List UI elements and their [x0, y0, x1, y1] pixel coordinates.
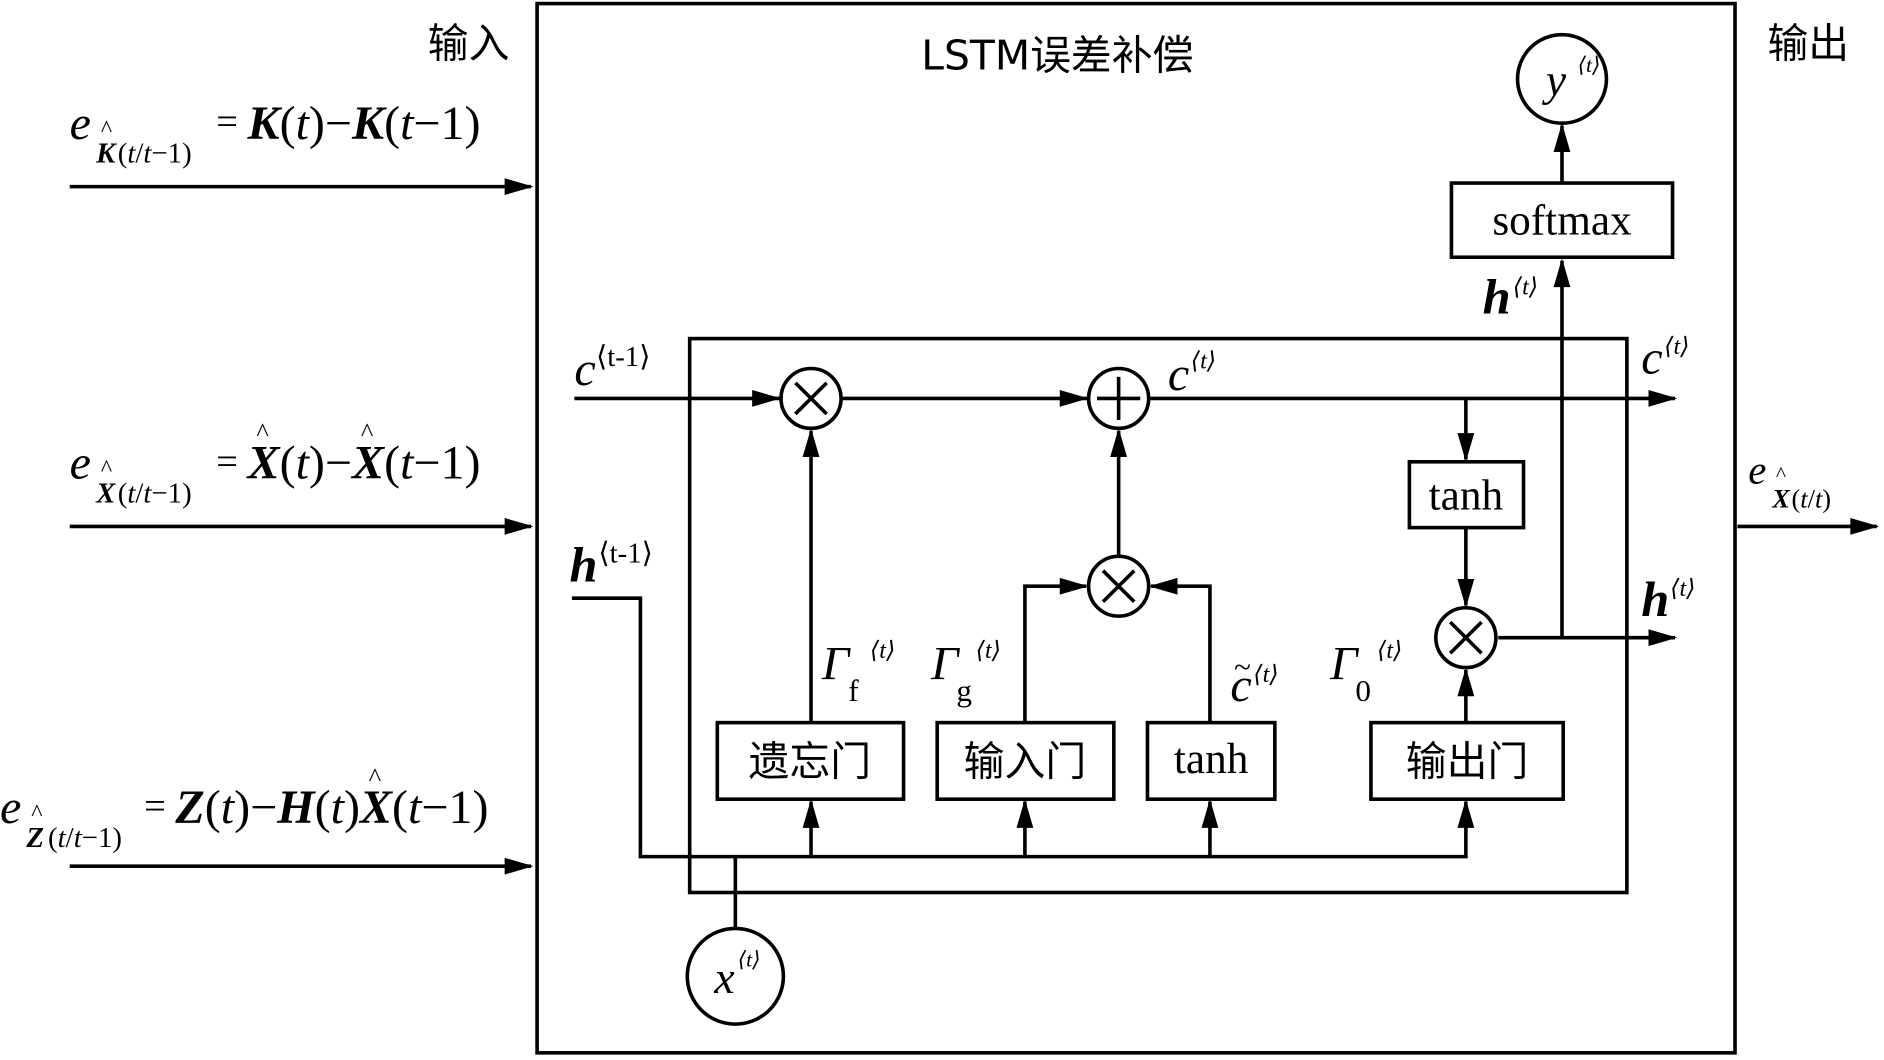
input-multiply-operator — [1086, 554, 1151, 618]
equation-sub-rest: (t/t) — [1791, 484, 1831, 513]
gamma-f-sup: ⟨t⟩ — [870, 638, 895, 664]
label-c-t-out: c ⟨t⟩ — [1641, 331, 1689, 384]
outer-frame — [535, 1, 1737, 1055]
label-gamma-f: Γ f ⟨t⟩ — [821, 638, 895, 708]
gamma-g-base: Γ — [930, 638, 960, 691]
h-t-up-sup: ⟨t⟩ — [1513, 274, 1538, 300]
input-equation-x: eX^(t/t−1)=X(t)−X(t−1)^^ — [70, 418, 481, 509]
label-gamma-o: Γ 0 ⟨t⟩ — [1329, 638, 1402, 708]
input-x-node: x ⟨t⟩ — [685, 926, 786, 1026]
gamma-f-base: Γ — [821, 638, 851, 691]
input-gate-box: 输入门 — [935, 720, 1116, 801]
c-t-mid-sup: ⟨t⟩ — [1191, 349, 1216, 375]
candidate-tanh-box: tanh — [1145, 720, 1277, 801]
equals-sign: = — [216, 441, 238, 483]
c-t-out-base: c — [1641, 331, 1662, 384]
softmax-label: softmax — [1492, 198, 1632, 245]
equation-rhs: Z(t)−H(t)X(t−1) — [174, 781, 488, 834]
hat-mark: ^ — [1776, 462, 1786, 486]
input-equation-z: eZ^(t/t−1)=Z(t)−H(t)X(t−1)^ — [0, 763, 488, 854]
x-base: x — [713, 952, 734, 1003]
equation-sub-var: Z — [25, 822, 44, 854]
c-tilde-base: c — [1230, 659, 1251, 712]
output-multiply-operator — [1434, 605, 1498, 670]
gamma-f-sub: f — [848, 673, 859, 708]
label-h-prev: h ⟨t-1⟩ — [570, 537, 653, 593]
label-h-t-up: h ⟨t⟩ — [1483, 269, 1538, 325]
gamma-o-sub: 0 — [1355, 673, 1371, 708]
forget-gate-label: 遗忘门 — [749, 737, 872, 785]
equation-e: e — [70, 97, 91, 150]
h-prev-base: h — [570, 537, 598, 593]
c-tilde-mark: ~ — [1234, 649, 1251, 684]
equation-e: e — [0, 781, 21, 834]
output-label: 输出 — [1767, 20, 1849, 68]
h-prev-sup: ⟨t-1⟩ — [598, 537, 653, 569]
input-equation-k: eK^(t/t−1) =K(t)−K(t−1) — [70, 97, 481, 170]
hat-mark: ^ — [101, 456, 112, 482]
y-sup: ⟨t⟩ — [1578, 53, 1601, 77]
gamma-o-base: Γ — [1329, 638, 1359, 691]
label-c-tilde: ~ c ⟨t⟩ — [1230, 649, 1278, 712]
candidate-tanh-label: tanh — [1174, 736, 1249, 783]
hat-mark: ^ — [256, 418, 269, 447]
c-prev-base: c — [574, 343, 595, 396]
input-gate-label: 输入门 — [964, 737, 1087, 785]
y-base: y — [1542, 55, 1567, 106]
x-sup: ⟨t⟩ — [738, 948, 761, 972]
equation-sub-rest: (t/t−1) — [118, 478, 192, 510]
input-label: 输入 — [428, 20, 510, 68]
label-c-prev: c ⟨t-1⟩ — [574, 341, 650, 396]
c-tilde-sup: ⟨t⟩ — [1253, 662, 1278, 688]
input-arrows — [69, 178, 534, 875]
equation-sub-var: X — [95, 478, 116, 510]
output-equation: eX^(t/t) — [1748, 447, 1831, 513]
label-h-t-out: h ⟨t⟩ — [1641, 571, 1695, 627]
hat-mark: ^ — [31, 801, 42, 827]
forget-multiply-operator — [779, 366, 843, 431]
equation-e: e — [1748, 447, 1766, 492]
gamma-g-sup: ⟨t⟩ — [976, 638, 1001, 664]
diagram-title: LSTM误差补偿 — [921, 31, 1193, 79]
equation-sub-var: K — [95, 138, 117, 170]
gamma-o-sup: ⟨t⟩ — [1377, 638, 1402, 664]
equation-sub-var: X — [1771, 484, 1791, 513]
equation-sub-rest: (t/t−1) — [118, 138, 192, 170]
h-t-out-sup: ⟨t⟩ — [1670, 576, 1695, 602]
output-gate-box: 输出门 — [1369, 720, 1565, 801]
c-t-out-sup: ⟨t⟩ — [1664, 334, 1689, 360]
c-t-mid-base: c — [1168, 348, 1189, 401]
label-c-t-mid: c ⟨t⟩ — [1168, 348, 1216, 401]
forget-gate-box: 遗忘门 — [715, 720, 906, 801]
cell-tanh-box: tanh — [1407, 460, 1526, 530]
hat-mark: ^ — [101, 116, 112, 142]
equation-e: e — [70, 437, 91, 490]
c-prev-sup: ⟨t-1⟩ — [596, 341, 651, 373]
hat-mark: ^ — [369, 763, 382, 792]
gamma-g-sub: g — [956, 673, 972, 708]
equation-sub-rest: (t/t−1) — [48, 822, 122, 854]
hat-mark: ^ — [361, 418, 374, 447]
softmax-box: softmax — [1449, 181, 1675, 260]
output-gate-label: 输出门 — [1406, 737, 1529, 785]
output-y-node: y ⟨t⟩ — [1515, 32, 1609, 126]
equation-rhs: X(t)−X(t−1) — [246, 437, 481, 490]
equals-sign: = — [216, 101, 238, 143]
label-gamma-g: Γ g ⟨t⟩ — [930, 638, 1001, 708]
h-t-up-base: h — [1483, 269, 1511, 325]
lstm-cell-frame — [687, 336, 1629, 895]
add-operator — [1086, 366, 1151, 431]
equation-rhs: K(t)−K(t−1) — [247, 97, 481, 150]
h-t-out-base: h — [1641, 571, 1669, 627]
cell-tanh-label: tanh — [1429, 473, 1504, 520]
equals-sign: = — [144, 785, 166, 827]
